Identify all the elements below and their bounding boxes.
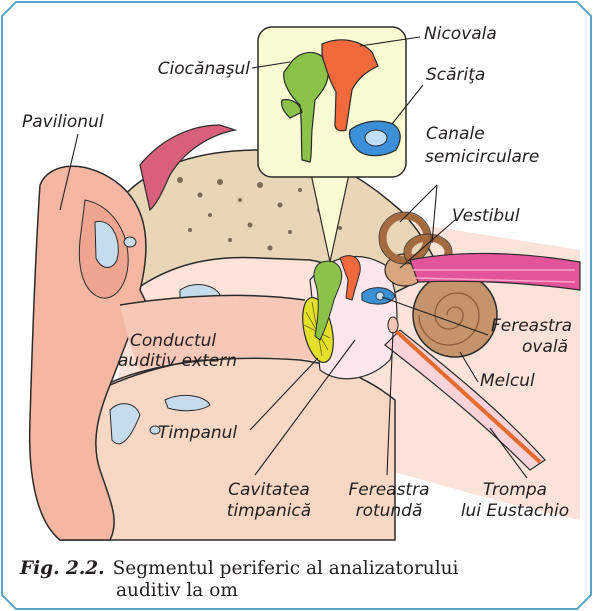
label-fereastra-ovala-2: ovală bbox=[522, 338, 568, 357]
inset-stapes-footplate bbox=[365, 130, 387, 146]
label-conductul-2: auditiv extern bbox=[118, 352, 237, 371]
label-fereastra-ovala-1: Fereastra bbox=[491, 317, 572, 336]
label-canale-2: semicirculare bbox=[425, 148, 539, 167]
label-pavilionul: Pavilionul bbox=[22, 113, 104, 132]
label-trompa-2: lui Eustachio bbox=[450, 502, 580, 521]
label-nicovala: Nicovala bbox=[424, 25, 497, 44]
caption-text-2: auditiv la om bbox=[116, 580, 238, 601]
stapes-center bbox=[376, 292, 384, 300]
label-cavitatea-1: Cavitatea bbox=[214, 481, 324, 500]
label-fereastra-rotunda-2: rotundă bbox=[336, 502, 442, 521]
label-conductul-1: Conductul bbox=[130, 332, 216, 351]
label-ciocanasul: Ciocănaşul bbox=[128, 60, 250, 79]
figure-caption: Fig. 2.2. Segmentul periferic al analizat… bbox=[20, 558, 580, 602]
label-fereastra-rotunda-1: Fereastra bbox=[336, 481, 442, 500]
label-canale-1: Canale bbox=[426, 125, 485, 144]
label-vestibul: Vestibul bbox=[452, 207, 520, 226]
label-melcul: Melcul bbox=[480, 372, 535, 391]
caption-figure-number: Fig. 2.2. bbox=[20, 558, 105, 579]
caption-line-1: Fig. 2.2. Segmentul periferic al analizat… bbox=[20, 558, 580, 580]
label-timpanul: Timpanul bbox=[158, 424, 237, 443]
round-window bbox=[388, 317, 398, 333]
label-scarita: Scăriţa bbox=[426, 66, 485, 85]
caption-text-1: Segmentul periferic al analizatorului bbox=[113, 558, 459, 579]
label-trompa-1: Trompa bbox=[450, 481, 580, 500]
caption-line-2: auditiv la om bbox=[20, 580, 580, 602]
label-cavitatea-2: timpanică bbox=[214, 502, 324, 521]
